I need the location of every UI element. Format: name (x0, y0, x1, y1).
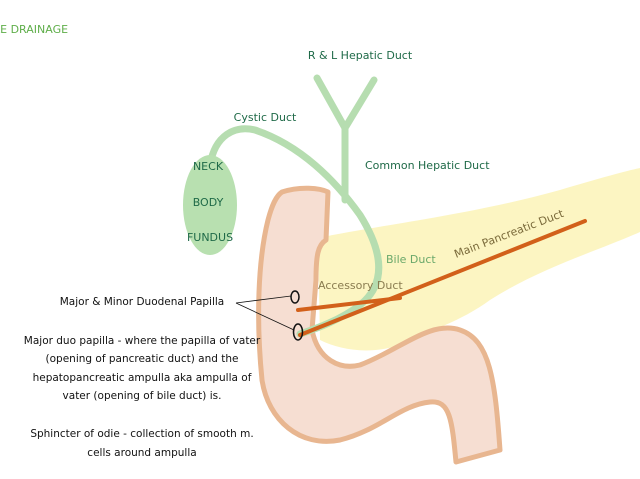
major-papilla (292, 323, 304, 341)
duodenum (256, 185, 503, 465)
pointer-line-major (235, 302, 295, 331)
right-hepatic-duct (313, 74, 349, 132)
major-papilla-note: Major duo papilla - where the papilla of… (24, 335, 261, 402)
accessory-duct-label: Accessory Duct (318, 279, 403, 292)
sphincter-note: Sphincter of odie - collection of smooth… (30, 428, 253, 459)
fundus-label: FUNDUS (187, 231, 233, 244)
papilla-label: Major & Minor Duodenal Papilla (60, 296, 225, 308)
diagram-title: LE DRAINAGE (0, 23, 68, 36)
cystic-and-bile-duct (206, 125, 383, 338)
note-line: (opening of pancreatic duct) and the (46, 353, 239, 365)
minor-papilla (290, 290, 300, 304)
left-hepatic-duct (341, 76, 378, 132)
note-line: Sphincter of odie - collection of smooth… (30, 428, 253, 440)
gallbladder (183, 155, 237, 255)
note-line: hepatopancreatic ampulla aka ampulla of (33, 372, 252, 384)
pancreas (318, 168, 640, 351)
main-pancreatic-duct-line (298, 219, 587, 337)
rl-hepatic-duct-label: R & L Hepatic Duct (308, 49, 413, 62)
note-line: cells around ampulla (87, 447, 196, 459)
neck-label: NECK (193, 160, 224, 173)
biliary-ducts (206, 74, 383, 338)
pointer-line-minor (235, 295, 292, 304)
cystic-duct-label: Cystic Duct (234, 111, 297, 124)
pancreatic-ducts (296, 219, 587, 337)
common-hepatic-duct-label: Common Hepatic Duct (365, 159, 490, 172)
bile-duct-label: Bile Duct (386, 253, 436, 266)
note-line: Major duo papilla - where the papilla of… (24, 335, 261, 347)
body-label: BODY (193, 196, 224, 209)
note-line: vater (opening of bile duct) is. (63, 390, 222, 402)
